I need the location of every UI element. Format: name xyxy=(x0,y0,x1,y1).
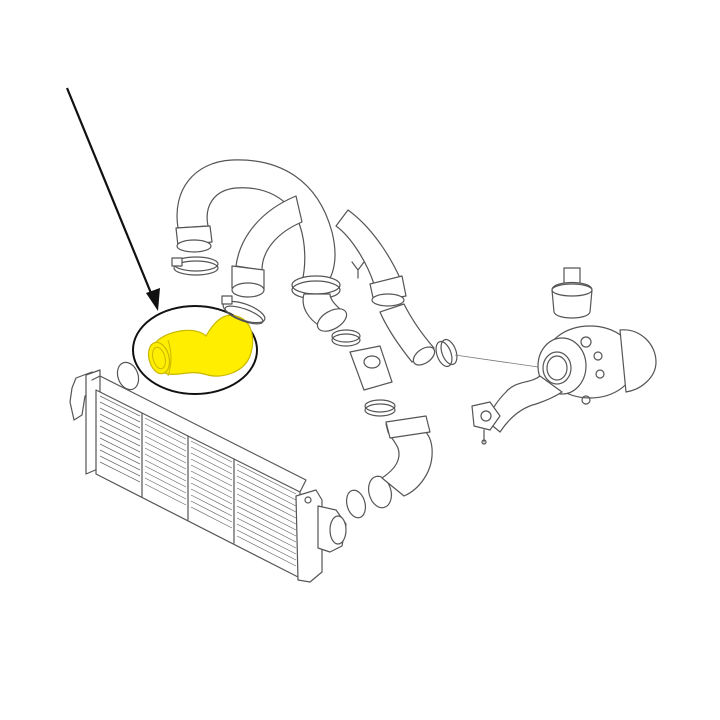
hose-clamp-left xyxy=(171,256,219,276)
lower-elbow-hose xyxy=(381,415,433,497)
hose-clamp-upper xyxy=(221,295,266,325)
o-ring-left xyxy=(116,361,140,391)
callout-arrow xyxy=(65,87,160,311)
turbo-feed-hose xyxy=(335,209,546,369)
o-ring-right xyxy=(345,489,367,519)
middle-hose xyxy=(231,195,303,298)
upper-u-pipe xyxy=(175,159,348,332)
turbocharger xyxy=(471,267,657,445)
highlighted-hose xyxy=(147,314,254,377)
callout-ellipse xyxy=(132,305,258,395)
o-ring-inner xyxy=(367,475,393,509)
throttle-valve xyxy=(331,329,396,417)
intercooler xyxy=(69,369,347,583)
